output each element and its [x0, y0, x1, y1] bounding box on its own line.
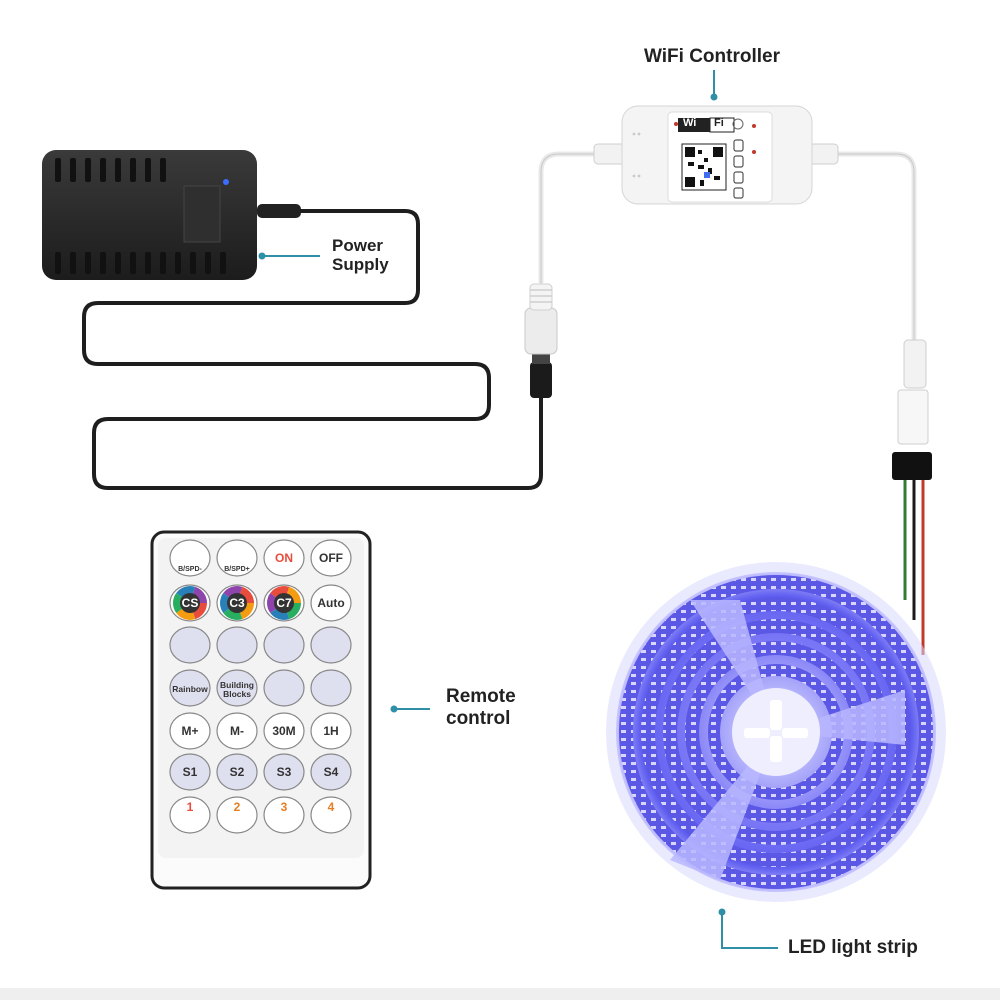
remote-button-label: 30M — [272, 724, 295, 738]
power-cable — [82, 209, 543, 490]
remote-button[interactable] — [310, 796, 352, 834]
remote-button[interactable] — [263, 626, 305, 664]
remote-button[interactable] — [169, 712, 211, 750]
led-strip-label: LED light strip — [788, 937, 918, 958]
remote-control-label-line1: Remote — [446, 686, 516, 707]
remote-button[interactable] — [263, 669, 305, 707]
remote-button[interactable] — [263, 539, 305, 577]
remote-button[interactable] — [216, 753, 258, 791]
remote-button-label: CS — [182, 596, 199, 610]
remote-button[interactable] — [263, 753, 305, 791]
remote-button[interactable] — [216, 626, 258, 664]
remote-button-label: 4 — [328, 800, 335, 814]
remote-button[interactable] — [169, 669, 211, 707]
remote-button-center — [274, 593, 294, 613]
remote-button[interactable] — [216, 712, 258, 750]
remote-button[interactable] — [310, 753, 352, 791]
bottom-strip — [0, 988, 1000, 1000]
remote-button[interactable] — [310, 584, 352, 622]
power-supply-label-line1: Power — [332, 236, 384, 255]
remote-button-center — [180, 593, 200, 613]
remote-button-label: C7 — [276, 596, 292, 610]
remote-button-label: 1 — [187, 800, 194, 814]
remote-control-label-line2: control — [446, 708, 511, 729]
remote-button-label: 2 — [234, 800, 241, 814]
label-pointers — [258, 70, 778, 949]
remote-button-label: B/SPD+ — [224, 566, 249, 573]
remote-button-label: Rainbow — [172, 684, 208, 694]
controller-badge-wi: Wi — [683, 117, 697, 129]
remote-button-label: C3 — [229, 596, 245, 610]
remote-button-label: M- — [230, 724, 244, 738]
remote-button[interactable] — [263, 796, 305, 834]
remote-button[interactable] — [310, 669, 352, 707]
remote-button-label: Blocks — [223, 689, 251, 699]
remote-button[interactable] — [216, 796, 258, 834]
remote-button[interactable] — [310, 626, 352, 664]
remote-button[interactable] — [169, 539, 211, 577]
remote-button-label: ON — [275, 551, 293, 565]
remote-button-label: OFF — [319, 551, 343, 565]
remote-button-label: Building — [220, 680, 254, 690]
remote-button-label: M+ — [181, 724, 198, 738]
remote-button-label: S4 — [324, 765, 339, 779]
remote-button-label: S2 — [230, 765, 245, 779]
remote-button[interactable] — [310, 539, 352, 577]
remote-button[interactable] — [169, 626, 211, 664]
remote-button-label: B/SPD- — [178, 566, 202, 573]
remote-button-label: S1 — [183, 765, 198, 779]
wifi-controller-device — [621, 105, 813, 205]
controller-badge-fi: Fi — [714, 117, 724, 129]
power-adapter — [42, 150, 301, 280]
remote-button[interactable] — [169, 796, 211, 834]
remote-button[interactable] — [263, 712, 305, 750]
led-strip-reel — [606, 562, 946, 902]
controller-output-cable — [835, 151, 917, 342]
controller-input-cable — [538, 151, 597, 284]
jst-connector — [892, 339, 932, 655]
remote-button-center — [227, 593, 247, 613]
power-supply-label-line2: Supply — [332, 255, 389, 274]
remote-button[interactable] — [169, 753, 211, 791]
remote-button-label: 1H — [323, 724, 338, 738]
remote-button-label: Auto — [317, 596, 344, 610]
dc-connector — [524, 283, 558, 398]
qr-code — [681, 143, 727, 191]
remote-button-label: S3 — [277, 765, 292, 779]
remote-button-label: 3 — [281, 800, 288, 814]
remote-button[interactable] — [216, 539, 258, 577]
wifi-controller-label: WiFi Controller — [644, 46, 780, 67]
remote-button[interactable] — [310, 712, 352, 750]
remote-button[interactable] — [216, 669, 258, 707]
